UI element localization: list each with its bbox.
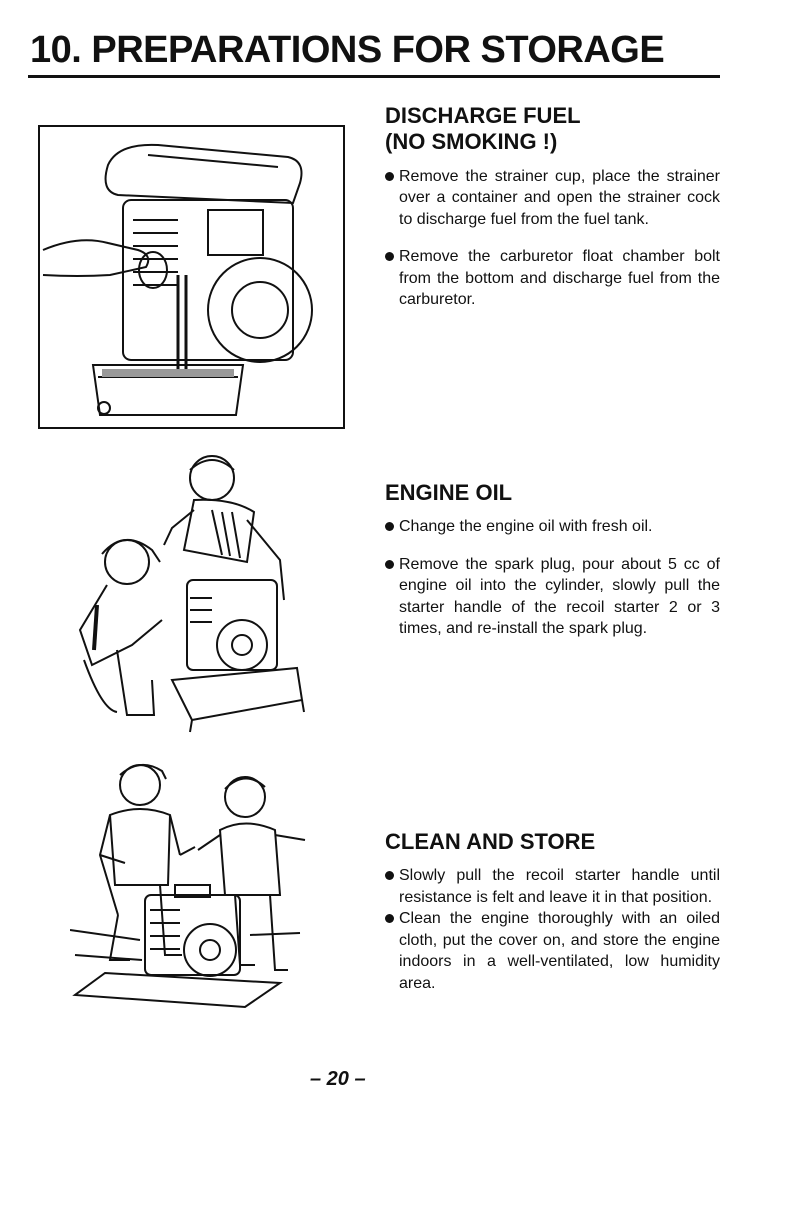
discharge-fuel-list: Remove the strainer cup, place the strai…: [385, 166, 720, 311]
title-underline: [28, 75, 720, 78]
engine-oil-heading: ENGINE OIL: [385, 480, 513, 505]
engine-oil-list: Change the engine oil with fresh oil. Re…: [385, 516, 720, 640]
list-item: Remove the strainer cup, place the strai…: [385, 166, 720, 231]
list-item: Slowly pull the recoil starter handle un…: [385, 865, 720, 908]
discharge-fuel-heading: DISCHARGE FUEL (NO SMOKING !): [385, 103, 720, 156]
engine-fuel-drain-drawing: [38, 125, 345, 429]
engine-oil-section: ENGINE OIL Change the engine oil with fr…: [385, 480, 720, 640]
page-number: – 20 –: [310, 1068, 366, 1090]
list-item: Change the engine oil with fresh oil.: [385, 516, 720, 538]
clean-and-store-list: Slowly pull the recoil starter handle un…: [385, 865, 720, 994]
list-item: Remove the spark plug, pour about 5 cc o…: [385, 554, 720, 640]
oil-change-illustration: [72, 450, 312, 735]
discharge-fuel-heading-line2: (NO SMOKING !): [385, 129, 558, 155]
mechanics-oil-change-drawing: [78, 455, 305, 733]
fuel-drain-illustration: [38, 125, 345, 430]
page-title: 10. PREPARATIONS FOR STORAGE: [30, 29, 665, 71]
discharge-fuel-section: DISCHARGE FUEL (NO SMOKING !) Remove the…: [385, 103, 720, 311]
clean-and-store-heading: CLEAN AND STORE: [385, 829, 596, 854]
list-item: Remove the carburetor float chamber bolt…: [385, 246, 720, 311]
list-item: Clean the engine thoroughly with an oile…: [385, 908, 720, 994]
clean-and-store-section: CLEAN AND STORE Slowly pull the recoil s…: [385, 829, 720, 994]
storage-illustration: [70, 755, 320, 1015]
mechanics-storage-drawing: [70, 764, 306, 1009]
discharge-fuel-heading-line1: DISCHARGE FUEL: [385, 103, 581, 128]
